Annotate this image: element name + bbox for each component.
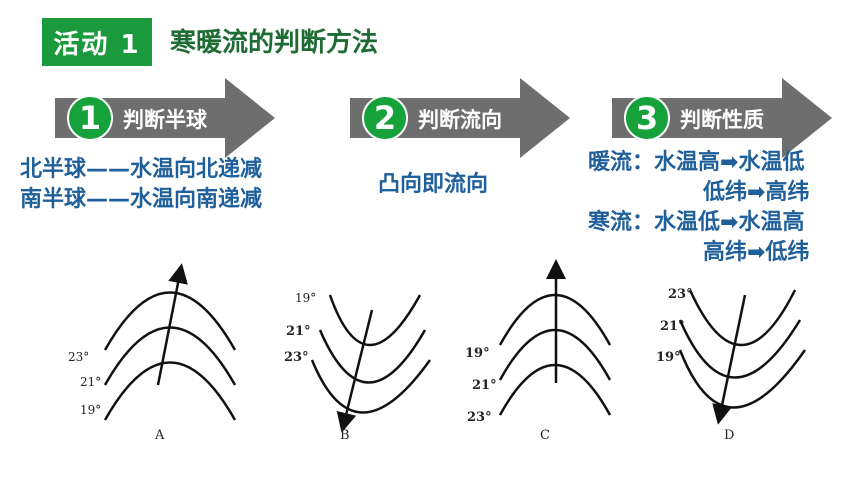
- step-arrow-1: 1 判断半球: [55, 78, 280, 158]
- south-hemisphere-rule: 南半球——水温向南递减: [20, 187, 263, 212]
- cold-current-temp: 水温低➡水温高: [654, 210, 805, 235]
- warm-current-line1: 暖流：水温高➡水温低: [588, 148, 860, 178]
- step-number-2: 2: [362, 95, 408, 141]
- diagram-b-isotherm-1: [328, 294, 422, 347]
- hemisphere-rules: 北半球——水温向北递减 南半球——水温向南递减: [20, 155, 262, 215]
- diagram-d-isotherm-1: [688, 289, 797, 347]
- diagram-a-label-3: 19°: [80, 403, 101, 417]
- step-label-1: 判断半球: [123, 108, 207, 132]
- diagram-c-label-3: 23°: [467, 410, 492, 425]
- nature-rules: 暖流：水温高➡水温低 低纬➡高纬 寒流：水温低➡水温高 高纬➡低纬: [588, 148, 860, 268]
- warm-current-latitude: 低纬➡高纬: [703, 180, 810, 205]
- diagram-d-label-3: 19°: [656, 350, 681, 365]
- activity-badge: 活动 1: [42, 18, 152, 66]
- step-number-3: 3: [624, 95, 670, 141]
- diagram-b-label-2: 21°: [286, 324, 311, 339]
- diagram-b-isotherm-3: [310, 359, 432, 414]
- cold-current-line1: 寒流：水温低➡水温高: [588, 208, 860, 238]
- arrow-shape-1: [55, 78, 275, 158]
- step-number-1: 1: [67, 95, 113, 141]
- flow-rule: 凸向即流向: [378, 172, 489, 197]
- cold-current-label: 寒流：: [588, 210, 655, 235]
- warm-current-temp: 水温高➡水温低: [654, 150, 805, 175]
- diagram-d-isotherm-3: [678, 349, 807, 409]
- diagram-c-label-2: 21°: [472, 378, 497, 393]
- arrow-shape-3: [612, 78, 832, 158]
- diagram-b-isotherm-2: [318, 329, 427, 384]
- isotherm-diagrams: 23° 21° 19° A 19° 21° 23° B 19° 21° 23° …: [68, 259, 807, 443]
- diagram-d-current-arrow: [712, 294, 747, 425]
- diagram-b-current-arrow: [336, 309, 374, 433]
- diagram-a-isotherm-1: [103, 291, 237, 351]
- north-hemisphere-rule: 北半球——水温向北递减: [20, 157, 263, 182]
- diagram-b-label-3: 23°: [284, 350, 309, 365]
- diagram-b-label-1: 19°: [295, 291, 316, 305]
- step-label-3: 判断性质: [680, 108, 764, 132]
- cold-current-latitude: 高纬➡低纬: [703, 240, 810, 265]
- diagram-c-letter: C: [540, 428, 550, 443]
- warm-current-label: 暖流：: [588, 150, 655, 175]
- diagram-a-label-2: 21°: [80, 375, 101, 389]
- step-arrow-3: 3 判断性质: [612, 78, 837, 158]
- diagram-d-label-2: 21°: [660, 319, 685, 334]
- diagram-a-label-1: 23°: [68, 350, 89, 364]
- page-title: 寒暖流的判断方法: [170, 28, 379, 58]
- diagram-a-isotherm-3: [103, 361, 237, 421]
- step-arrow-2: 2 判断流向: [350, 78, 575, 158]
- step-label-2: 判断流向: [418, 108, 502, 132]
- diagram-d-label-1: 23°: [668, 287, 693, 302]
- diagram-c-label-1: 19°: [465, 346, 490, 361]
- diagram-b-letter: B: [340, 428, 350, 443]
- diagram-a-letter: A: [154, 428, 165, 443]
- diagram-d-letter: D: [724, 428, 734, 443]
- arrow-shape-2: [350, 78, 570, 158]
- diagram-a-isotherm-2: [103, 326, 237, 386]
- diagram-d-isotherm-2: [678, 319, 802, 379]
- diagram-a-current-arrow: [156, 263, 188, 386]
